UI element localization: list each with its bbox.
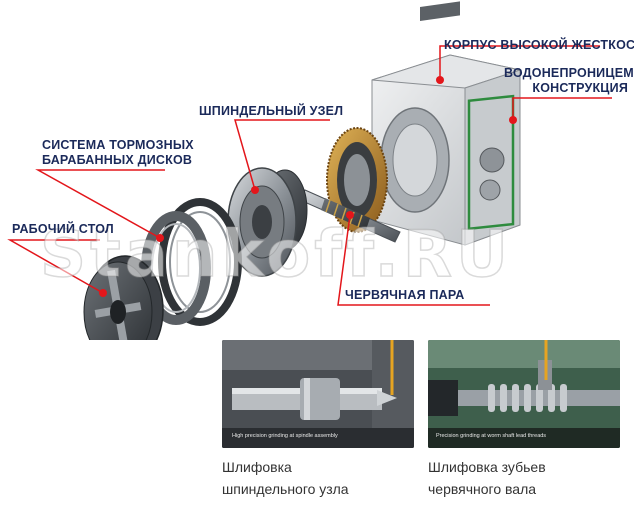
housing — [371, 1, 522, 246]
photo-worm-illustration — [428, 340, 620, 448]
label-waterproof-line2: КОНСТРУКЦИЯ — [532, 81, 628, 95]
label-waterproof: ВОДОНЕПРОНИЦЕМАЯ КОНСТРУКЦИЯ — [504, 66, 634, 96]
photo-spindle-grinding: High precision grinding at spindle assem… — [222, 340, 414, 448]
working-table — [83, 255, 164, 340]
caption-worm: Шлифовка зубьев червячного вала — [428, 456, 546, 500]
caption-worm-line1: Шлифовка зубьев — [428, 459, 546, 475]
caption-worm-line2: червячного вала — [428, 481, 537, 497]
label-brake-line2: БАРАБАННЫХ ДИСКОВ — [42, 153, 193, 167]
watermark: Stankoff.RU — [39, 217, 512, 293]
photo-left-overlay: High precision grinding at spindle assem… — [232, 433, 338, 439]
spindle-assembly — [227, 167, 308, 277]
callout-lines — [7, 45, 612, 306]
photo-right-overlay: Precision grinding at worm shaft lead th… — [436, 433, 547, 439]
caption-spindle: Шлифовка шпиндельного узла — [222, 456, 349, 500]
photo-worm-grinding: Precision grinding at worm shaft lead th… — [428, 340, 620, 448]
caption-spindle-line1: Шлифовка — [222, 459, 292, 475]
label-table: РАБОЧИЙ СТОЛ — [12, 222, 114, 236]
label-spindle: ШПИНДЕЛЬНЫЙ УЗЕЛ — [199, 104, 344, 118]
photo-spindle-illustration — [222, 340, 414, 448]
label-housing: КОРПУС ВЫСОКОЙ ЖЕСТКОСТИ — [444, 38, 634, 52]
caption-spindle-line2: шпиндельного узла — [222, 481, 349, 497]
label-brake-line1: СИСТЕМА ТОРМОЗНЫХ — [42, 138, 194, 152]
label-worm-pair: ЧЕРВЯЧНАЯ ПАРА — [345, 288, 465, 302]
exploded-view-diagram — [7, 1, 612, 340]
label-brake: СИСТЕМА ТОРМОЗНЫХ БАРАБАННЫХ ДИСКОВ — [42, 138, 194, 168]
label-waterproof-line1: ВОДОНЕПРОНИЦЕМАЯ — [504, 66, 634, 80]
